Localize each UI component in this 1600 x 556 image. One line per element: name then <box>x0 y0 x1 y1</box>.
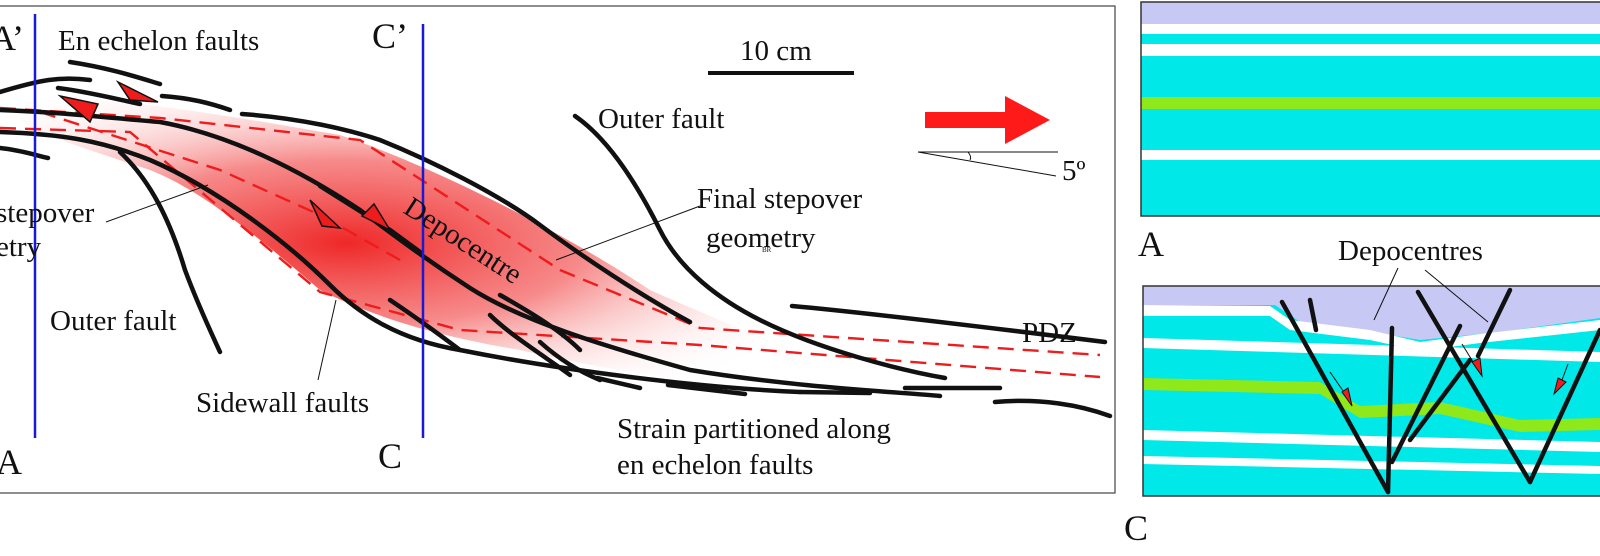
stripe <box>1143 430 1600 452</box>
label-a: A <box>0 442 22 482</box>
stripe <box>1141 44 1600 56</box>
label-sidewall: Sidewall faults <box>196 387 369 419</box>
section-a-frame <box>1140 1 1600 217</box>
angle-symbol <box>917 151 1058 177</box>
marker-bed <box>1143 378 1600 432</box>
label-pdz: PDZ <box>1022 317 1077 349</box>
slip-arrow <box>115 80 159 103</box>
slip-arrow <box>360 202 393 232</box>
slip-arrow <box>57 94 100 124</box>
depocentres-leaders <box>1373 267 1489 323</box>
marker-bed <box>1141 97 1600 109</box>
depocentres-label: Depocentres <box>1338 235 1483 267</box>
label-angle: 5º <box>1062 155 1086 187</box>
label-stepover-left-2: etry <box>0 231 42 263</box>
direction-arrow <box>925 96 1050 144</box>
fault-traces <box>0 59 1113 419</box>
section-faults <box>1279 287 1600 495</box>
label-c: C <box>378 436 402 476</box>
label-scale: 10 cm <box>740 35 812 67</box>
cross-section-c: Depocentres C <box>1124 235 1600 548</box>
label-strain-1: Strain partitioned along <box>617 413 891 445</box>
leader-lines <box>105 184 701 381</box>
stripe <box>1141 24 1600 34</box>
label-a-prime: A’ <box>0 18 24 58</box>
stripe <box>1141 150 1600 160</box>
stripe <box>1143 338 1600 362</box>
section-slip-arrows <box>1329 343 1569 407</box>
slip-arrows <box>57 80 393 232</box>
slip-arrow <box>309 199 343 229</box>
label-final-stepover-2: geometry <box>706 222 816 254</box>
label-tiny-mark: BR <box>762 246 772 254</box>
water-layer <box>1141 2 1600 24</box>
label-outer-fault-right: Outer fault <box>598 103 724 135</box>
map-panel: A’ En echelon faults C’ 10 cm Outer faul… <box>0 5 1116 494</box>
label-outer-fault-left: Outer fault <box>50 305 176 337</box>
label-strain-2: en echelon faults <box>617 449 813 481</box>
section-c-frame <box>1142 285 1600 497</box>
label-stepover-left-1: stepover <box>0 197 95 229</box>
water-layer <box>1143 286 1600 340</box>
section-a-label: A <box>1138 224 1164 264</box>
label-en-echelon: En echelon faults <box>58 25 259 57</box>
stepover-dashed-lines <box>0 106 1101 379</box>
label-c-prime: C’ <box>372 16 408 56</box>
cross-section-a: A <box>1138 1 1600 264</box>
label-final-stepover-1: Final stepover <box>697 183 862 215</box>
section-c-label: C <box>1124 508 1148 548</box>
depocentre-shading <box>20 95 880 391</box>
